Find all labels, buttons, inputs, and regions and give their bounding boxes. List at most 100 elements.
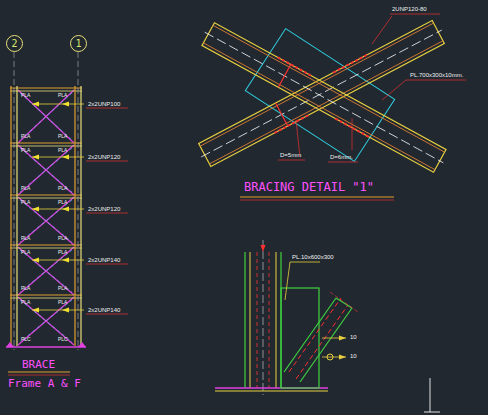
arrow-head [62,155,69,160]
member-label: 2UNP120-80 [392,6,427,12]
plate-tag: PLA [21,236,30,241]
x-brace [20,200,72,242]
plate-tag: PLA [58,250,67,255]
x-brace [18,297,74,345]
title-underline [8,371,70,372]
center-line [330,292,358,312]
floor-beam [10,198,82,199]
arrow-head [32,207,39,212]
text-underline [86,161,128,162]
column [80,86,81,346]
arrow-head [62,258,69,263]
grid-bubble: 1 [70,35,87,52]
plate-tag: PLA [58,200,67,205]
bar-flange [200,23,434,146]
diagonal-brace [296,305,348,379]
member-label: 2x2UNP120 [88,154,120,160]
unp-bar [198,21,449,174]
plate-tag: PLA [21,186,30,191]
column [16,86,17,346]
plate-tag: PLA [58,186,67,191]
unp-bar [195,19,448,169]
arrow-head [32,155,39,160]
floor-beam [10,194,82,195]
text-underline [86,108,128,109]
x-brace [20,300,72,342]
column [74,86,75,346]
arrow-head [62,207,69,212]
x-brace [18,90,74,143]
leader-line [32,310,84,311]
leader-line [32,209,84,210]
plate-tag: PLA [58,134,67,139]
support-mark [78,342,86,347]
x-brace [18,297,74,345]
plate-tag: PLC [21,337,31,342]
plate-tag: PLA [21,93,30,98]
column [250,252,251,388]
leader-line [328,162,358,163]
leader-line [406,80,466,81]
plate-tag: PLA [58,286,67,291]
plate-tag: PLA [58,236,67,241]
text-underline [86,314,128,315]
floor-beam [10,248,82,249]
arrow-head [32,102,39,107]
weld-line [278,57,313,76]
column [276,252,277,388]
grid-number: 2 [11,39,17,49]
bar-flange [203,43,435,170]
ucs-icon [430,378,431,412]
member-label: 2x2UNP140 [88,257,120,263]
plate-tag: PLA [21,250,30,255]
base-detail [215,240,358,395]
floor-beam [10,298,82,299]
base-line [6,346,86,348]
x-brace [20,148,72,192]
leader-line [290,262,320,263]
column [257,252,258,388]
plate-tag: PLA [21,134,30,139]
leader-line [382,80,406,100]
text-underline [86,213,128,214]
arrow-head [62,308,69,313]
weld-line [333,54,368,73]
plate-tag: PLA [58,93,67,98]
leader-line [278,160,305,161]
arrow-head [339,355,346,360]
floor-beam [10,87,82,88]
x-brace [20,93,72,140]
leader-line [285,262,290,300]
diagonal-brace [289,298,341,372]
member-label: 10 [350,334,357,340]
diagonal-brace [284,298,336,372]
drawing-title: BRACING DETAIL "1" [244,181,374,193]
plate-tag: PLA [21,200,30,205]
floor-beam [10,91,82,92]
title-underline [240,200,394,201]
arrow-head [339,336,346,341]
arrow-head [62,102,69,107]
x-brace [20,148,72,192]
plate-tag: PLC [58,337,68,342]
x-brace [18,247,74,295]
grid-line [78,52,79,350]
leader-line [372,16,392,44]
title-underline [8,375,70,376]
diagonal-brace [336,298,352,308]
bar-flange [213,25,445,152]
grid-bubble: 2 [6,35,23,52]
arrow-head [32,308,39,313]
column [269,252,270,388]
text-underline [86,264,128,265]
member-label: D=5mm [280,152,301,158]
member-label: 2x2UNP140 [88,307,120,313]
center-line [201,30,442,157]
x-brace [20,250,72,292]
leader-line [32,104,84,105]
member-label: PL.700x300x10mm. [410,72,463,78]
drawing-title: Frame A & F [8,378,81,389]
member-label: 2x2UNP100 [88,101,120,107]
